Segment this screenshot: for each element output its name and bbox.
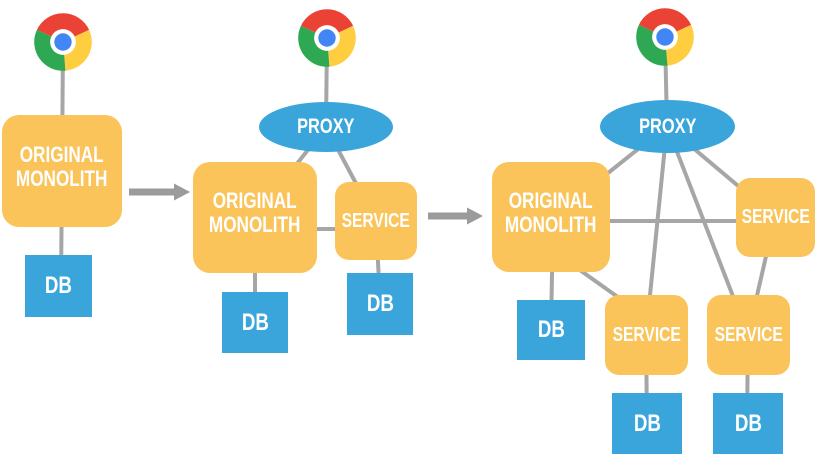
right-arrow-icon: [428, 207, 483, 225]
monolith-box-stage1: ORIGINAL MONOLITH: [2, 115, 122, 227]
db-box-stage1: DB: [25, 255, 92, 317]
proxy-ellipse-stage3: PROXY: [600, 100, 735, 153]
proxy-ellipse-stage2: PROXY: [259, 102, 393, 152]
service-label: SERVICE: [714, 323, 783, 346]
service-box-stage3-middle: SERVICE: [605, 295, 688, 375]
db-label: DB: [734, 409, 762, 437]
db-label: DB: [537, 316, 565, 343]
service-label: SERVICE: [612, 323, 681, 346]
monolith-box-stage2: ORIGINAL MONOLITH: [193, 162, 317, 273]
chrome-browser-icon: [34, 13, 92, 71]
proxy-label: PROXY: [638, 114, 697, 138]
service-label: SERVICE: [341, 209, 411, 232]
proxy-label: PROXY: [297, 115, 355, 138]
monolith-label: ORIGINAL MONOLITH: [16, 141, 108, 191]
chrome-browser-icon: [298, 9, 356, 67]
service-label: SERVICE: [741, 206, 810, 228]
db-label: DB: [241, 308, 269, 336]
db-label: DB: [633, 409, 661, 437]
service-db-box-stage2: DB: [347, 273, 413, 335]
monolith-label: ORIGINAL MONOLITH: [209, 188, 301, 237]
service-br-db-box-stage3: DB: [713, 393, 783, 454]
monolith-box-stage3: ORIGINAL MONOLITH: [492, 162, 610, 272]
service-box-stage3-bottom-right: SERVICE: [707, 295, 790, 375]
edge-monolith3-servicemid3: [575, 266, 624, 302]
service-mid-db-box-stage3: DB: [612, 393, 682, 454]
monolith-label: ORIGINAL MONOLITH: [505, 187, 597, 237]
right-arrow-icon: [129, 183, 190, 201]
db-label: DB: [366, 290, 394, 317]
monolith-db-box-stage3: DB: [517, 300, 585, 360]
chrome-browser-icon: [636, 8, 694, 66]
monolith-db-box-stage2: DB: [222, 292, 288, 353]
service-box-stage3-right: SERVICE: [736, 178, 815, 257]
db-label: DB: [44, 272, 73, 299]
service-box-stage2: SERVICE: [335, 182, 417, 260]
